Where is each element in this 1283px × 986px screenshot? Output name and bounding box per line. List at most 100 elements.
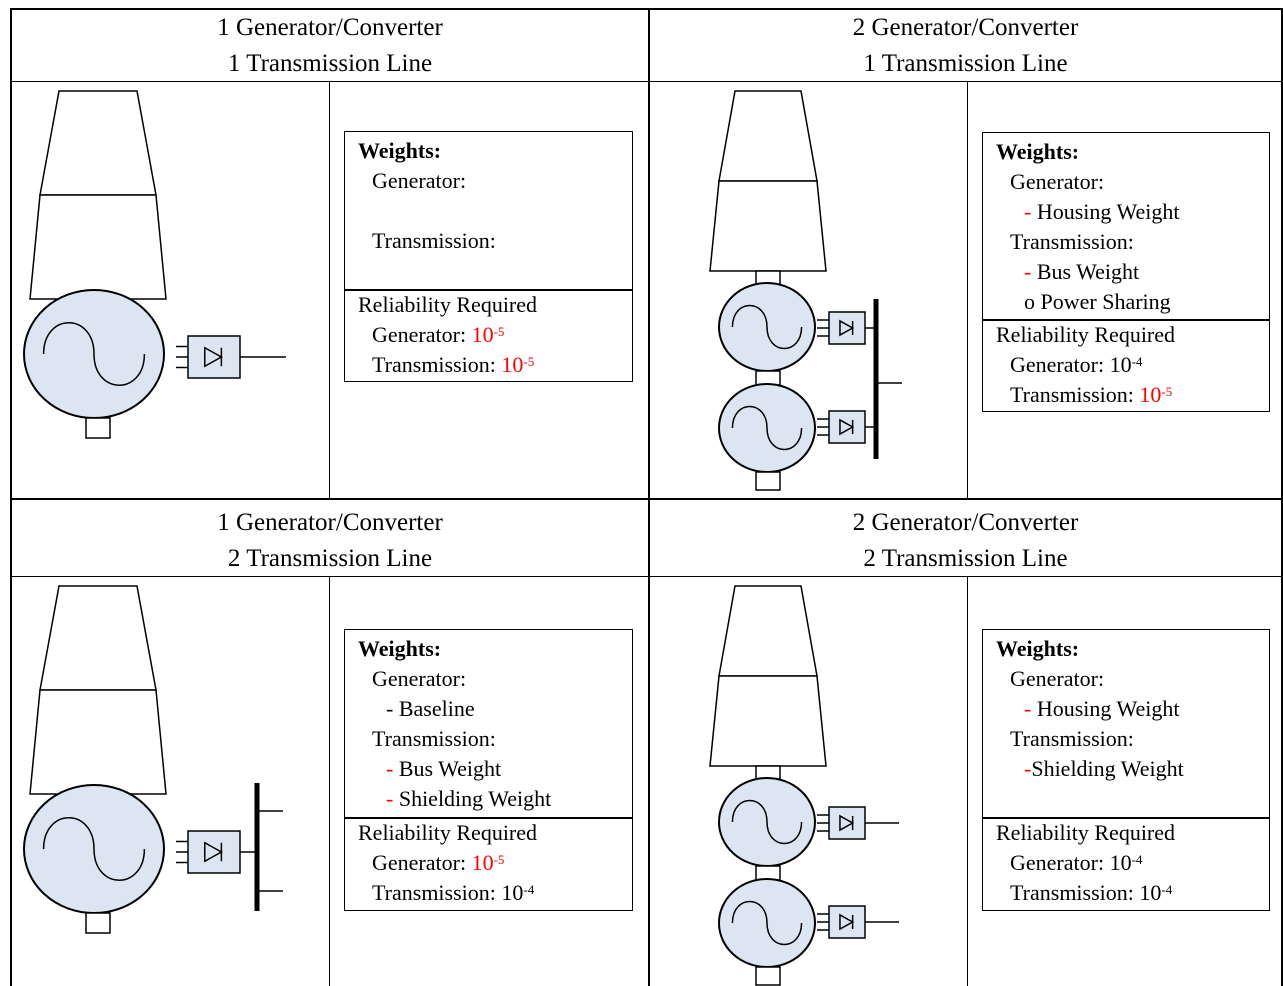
weights-item-text: Generator: — [372, 168, 467, 193]
turbine-icon — [39, 90, 157, 196]
sine-wave-symbol — [731, 405, 803, 451]
dash-marker: - — [386, 756, 394, 781]
converter-box — [828, 410, 866, 444]
diode-icon — [204, 346, 223, 368]
reliability-label: Transmission: — [372, 880, 502, 905]
weights-title: Weights: — [996, 139, 1080, 164]
shaft — [755, 865, 781, 881]
weights-item-text: Housing Weight — [1031, 199, 1180, 224]
weights-item: Generator: — [1010, 664, 1104, 694]
header-line-1: 2 Generator/Converter — [852, 509, 1079, 536]
weights-item-text: Housing Weight — [1031, 696, 1180, 721]
shaft — [85, 417, 111, 439]
weights-item: - Bus Weight — [1024, 257, 1139, 287]
diode-icon — [204, 841, 223, 863]
cell-divider-top-right — [967, 82, 968, 498]
header-line-2: 2 Transmission Line — [863, 545, 1068, 572]
reliability-item: Generator: 10-4 — [1010, 848, 1142, 878]
reliability-value: 10-4 — [1110, 850, 1143, 875]
turbine-icon — [39, 585, 157, 691]
reliability-base: 10 — [501, 880, 524, 905]
reliability-base: 10 — [471, 322, 494, 347]
reliability-exponent: -5 — [493, 324, 505, 339]
reliability-exponent: -4 — [1131, 852, 1143, 867]
diagram-2gen-1line — [709, 90, 902, 491]
turbine-icon — [29, 689, 167, 795]
turbine-icon — [718, 90, 818, 182]
shaft — [755, 370, 781, 386]
header-line-2: 2 Transmission Line — [227, 545, 433, 572]
weights-item: Generator: — [372, 664, 466, 694]
reliability-item: Generator: 10-5 — [372, 848, 504, 878]
dash-marker: - — [1024, 199, 1032, 224]
weights-item-text: Bus Weight — [1031, 259, 1140, 284]
reliability-exponent: -4 — [1161, 882, 1173, 897]
weights-item: - Housing Weight — [1024, 694, 1179, 724]
diode-icon — [839, 418, 855, 436]
cell-divider-top-left — [329, 82, 330, 498]
reliability-value: 10-4 — [1139, 880, 1172, 905]
weights-item-text: Shielding Weight — [1031, 756, 1184, 781]
box-divider — [345, 289, 632, 291]
weights-title: Weights: — [358, 138, 442, 163]
sine-wave-symbol — [42, 322, 146, 386]
reliability-value: 10-4 — [1110, 352, 1143, 377]
turbine-icon — [718, 585, 818, 677]
row1-header-divider — [10, 81, 1283, 82]
reliability-item: Transmission: 10-5 — [1010, 380, 1172, 410]
weights-item-text: Generator: — [1010, 169, 1105, 194]
reliability-base: 10 — [471, 850, 494, 875]
weights-item: Transmission: — [372, 226, 496, 256]
reliability-base: 10 — [1139, 880, 1162, 905]
weights-item-text: o Power Sharing — [1024, 289, 1171, 314]
dash-marker: - — [1024, 756, 1032, 781]
weights-item-text: Transmission: — [1010, 229, 1134, 254]
shaft — [755, 966, 781, 986]
header-cell-4: 2 Generator/Converter 2 Transmission Lin… — [650, 505, 1281, 577]
reliability-label: Generator: — [1010, 352, 1110, 377]
diode-icon — [839, 913, 855, 931]
weights-item-text: - Baseline — [386, 696, 475, 721]
cell-divider-bottom-right — [967, 577, 968, 986]
reliability-label: Generator: — [372, 322, 472, 347]
weights-item: - Housing Weight — [1024, 197, 1179, 227]
table-border-left — [10, 8, 12, 986]
reliability-item: Transmission: 10-5 — [372, 350, 534, 380]
weights-item: Generator: — [1010, 167, 1104, 197]
reliability-base: 10 — [501, 352, 524, 377]
reliability-exponent: -4 — [523, 882, 535, 897]
table-border-top — [10, 8, 1283, 10]
diagram-2gen-2line — [709, 585, 899, 986]
weights-title: Weights: — [996, 636, 1080, 661]
reliability-title: Reliability Required — [358, 292, 538, 317]
sine-wave-symbol — [731, 304, 803, 350]
weights-reliability-box: Weights: Generator: Transmission: Reliabili… — [344, 131, 633, 382]
dash-marker: - — [386, 786, 394, 811]
weights-item-text: Transmission: — [1010, 726, 1134, 751]
header-line-2: 1 Transmission Line — [227, 50, 433, 77]
reliability-item: Transmission: 10-4 — [1010, 878, 1172, 908]
reliability-base: 10 — [1139, 382, 1162, 407]
converter-box — [828, 311, 866, 345]
header-line-1: 2 Generator/Converter — [852, 14, 1079, 41]
weights-title: Weights: — [358, 636, 442, 661]
weights-item: -Shielding Weight — [1024, 754, 1184, 784]
reliability-label: Transmission: — [1010, 382, 1140, 407]
box-divider — [983, 319, 1269, 321]
reliability-label: Transmission: — [1010, 880, 1140, 905]
diagram-1gen-1line — [23, 90, 286, 439]
diode-icon — [839, 319, 855, 337]
reliability-base: 10 — [1109, 850, 1132, 875]
sine-wave-symbol — [731, 799, 803, 845]
weights-item-text: Generator: — [1010, 666, 1105, 691]
header-line-2: 1 Transmission Line — [863, 50, 1068, 77]
diagram-1gen-2line — [23, 585, 283, 934]
weights-item: Transmission: — [372, 724, 496, 754]
dash-marker: - — [1024, 259, 1032, 284]
header-cell-1: 1 Generator/Converter 1 Transmission Lin… — [12, 10, 648, 82]
weights-item-text: Shielding Weight — [393, 786, 552, 811]
reliability-value: 10-5 — [1139, 382, 1172, 407]
